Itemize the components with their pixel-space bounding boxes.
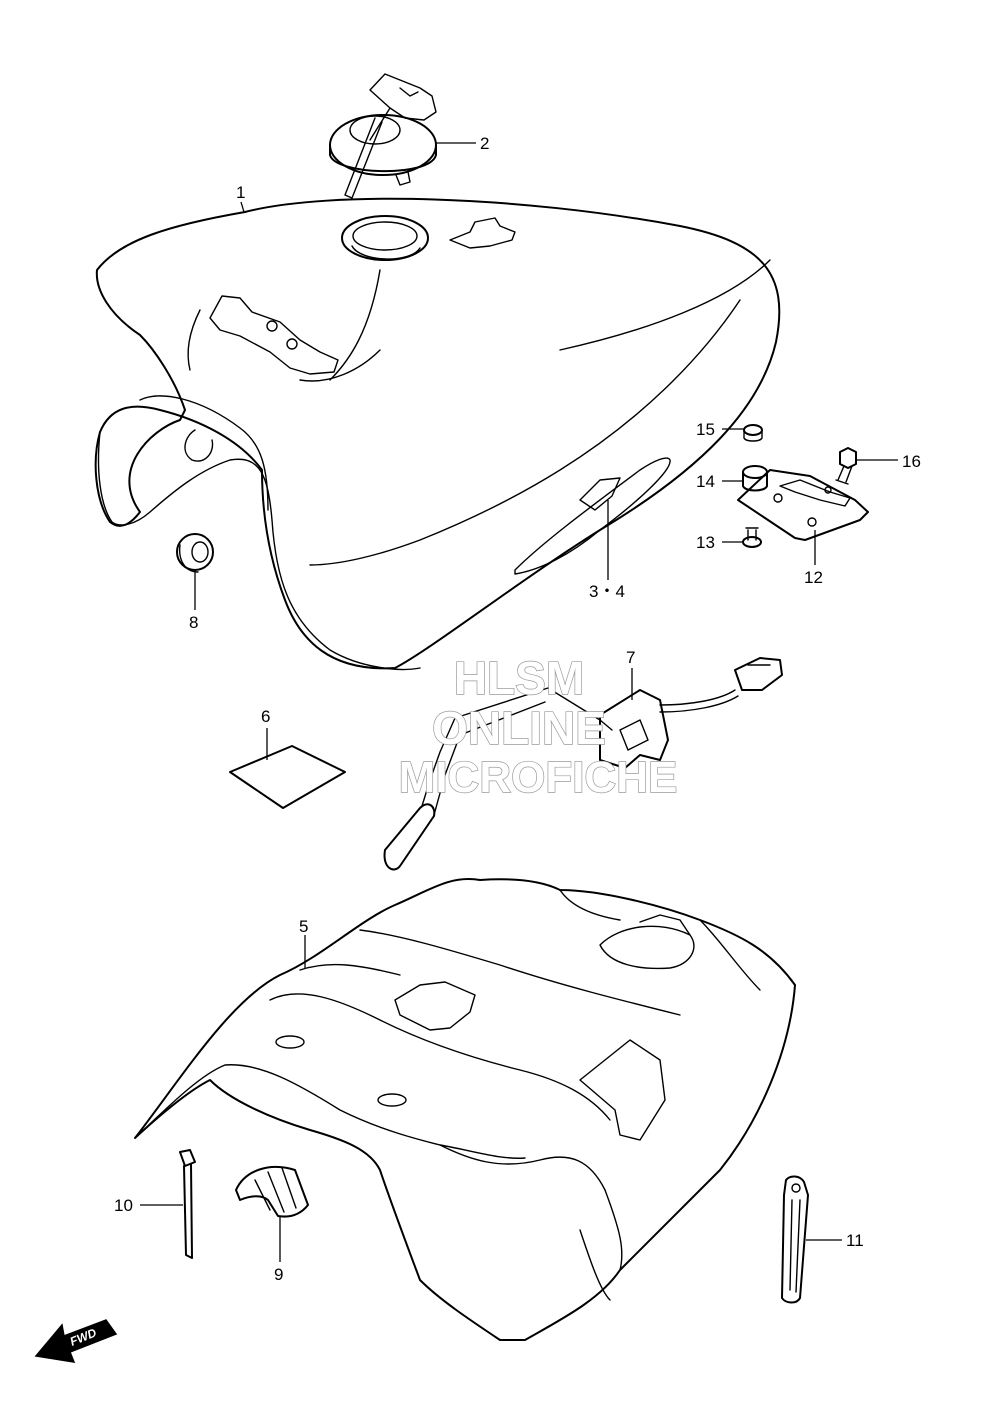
callout-6: 6	[261, 707, 270, 726]
collar-14	[742, 465, 768, 492]
label-6	[229, 745, 346, 809]
watermark-line-3: MICROFICHE	[399, 753, 678, 802]
callout-13: 13	[696, 533, 715, 552]
callout-1: 1	[236, 183, 245, 202]
callout-3-4: 3・4	[589, 582, 625, 601]
callout-8: 8	[189, 613, 198, 632]
cover-5	[134, 878, 796, 1341]
bracket-12	[737, 469, 869, 541]
callout-14: 14	[696, 472, 715, 491]
callout-5: 5	[299, 917, 308, 936]
callout-16: 16	[902, 452, 921, 471]
fwd-arrow-badge: FWD	[34, 1319, 118, 1363]
grommet-15	[743, 424, 763, 442]
callout-15: 15	[696, 420, 715, 439]
fuel-gauge-7	[383, 657, 783, 871]
cushion-8	[176, 533, 214, 573]
watermark-line-2: ONLINE	[432, 702, 606, 754]
cable-tie-10	[179, 1149, 196, 1259]
watermark-line-1: HLSM	[454, 652, 584, 704]
callout-10: 10	[114, 1196, 133, 1215]
fuel-cap	[329, 73, 437, 199]
leader-lines	[140, 142, 898, 1262]
callout-numbers: 1 2 3・4 5 6 7 8 9 10 11 12 13 14 15 16	[114, 134, 921, 1284]
bolt-13	[742, 527, 762, 548]
callout-12: 12	[804, 568, 823, 587]
clamp-9	[235, 1165, 309, 1218]
callout-11: 11	[846, 1231, 864, 1250]
callout-7: 7	[626, 648, 635, 667]
band-11	[781, 1175, 809, 1304]
watermark: HLSM ONLINE MICROFICHE	[398, 651, 678, 802]
bolt-16	[835, 447, 857, 485]
fuel-tank	[94, 197, 781, 671]
callout-9: 9	[274, 1265, 283, 1284]
callout-2: 2	[480, 134, 489, 153]
